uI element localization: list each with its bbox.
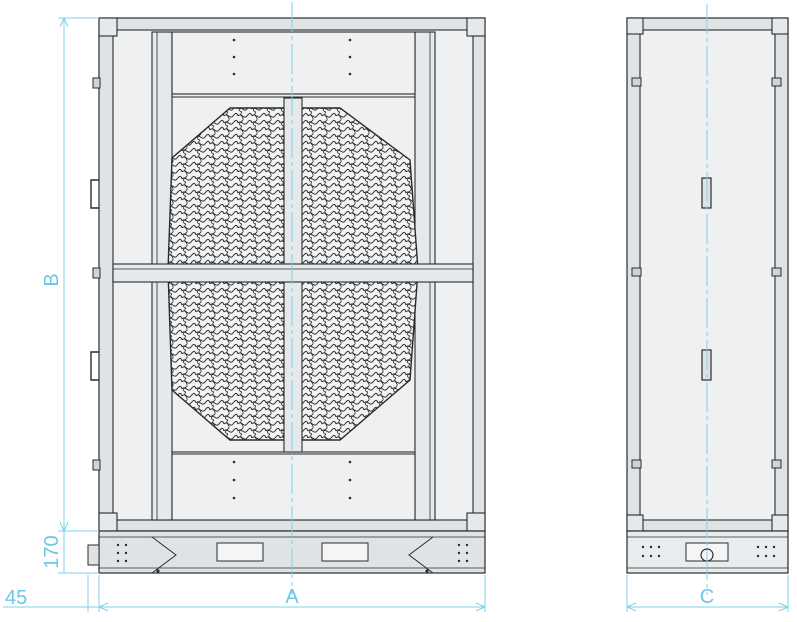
top-access-panel: [171, 31, 416, 95]
dim-label-170: 170: [41, 535, 63, 568]
corner-br: [466, 512, 486, 532]
corner-tr: [466, 17, 486, 37]
bottom-access-panel: [171, 451, 416, 521]
dim-label-c: C: [700, 586, 714, 608]
dim-label-b: B: [41, 273, 63, 286]
dim-label-a: A: [285, 586, 299, 608]
front-base: [87, 530, 486, 574]
dimensions: A C 45 B 170: [3, 17, 789, 612]
panel-dots: [232, 38, 352, 500]
front-view: [87, 2, 486, 595]
corner-bl: [98, 512, 118, 532]
dim-label-45: 45: [5, 587, 27, 609]
corner-tl: [98, 17, 118, 37]
side-bolts: [631, 77, 782, 469]
cross-beam: [112, 263, 474, 283]
left-hinges: [90, 77, 101, 471]
left-handle-upper: [90, 179, 99, 209]
left-handle-lower: [90, 351, 99, 381]
side-view: [626, 4, 789, 595]
